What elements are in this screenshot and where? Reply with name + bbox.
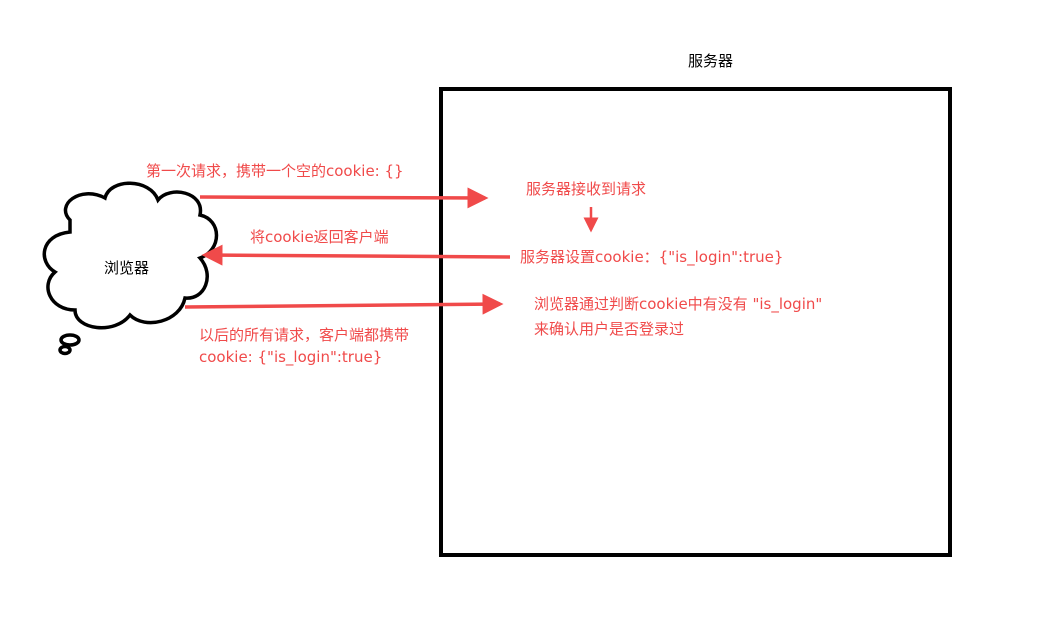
arrow-first-request (199, 187, 489, 209)
step-server-checks-line1: 浏览器通过判断cookie中有没有 "is_login" (534, 295, 823, 313)
step-server-checks-line2: 来确认用户是否登录过 (534, 320, 685, 338)
arrows (184, 187, 599, 315)
browser-cloud (42, 181, 219, 356)
arrow-return-cookie (201, 244, 511, 266)
server-box (439, 87, 952, 557)
arrow-later-requests (184, 293, 504, 315)
step-later-requests-line2: cookie: {"is_login":true} (199, 348, 383, 366)
step-first-request: 第一次请求，携带一个空的cookie: {} (146, 162, 404, 180)
step-later-requests-line1: 以后的所有请求，客户端都携带 (199, 326, 410, 344)
step-return-cookie: 将cookie返回客户端 (250, 228, 389, 246)
browser-label: 浏览器 (104, 259, 150, 277)
step-server-receives: 服务器接收到请求 (526, 180, 647, 198)
step-server-sets-cookie: 服务器设置cookie：{"is_login":true} (520, 248, 784, 266)
server-title: 服务器 (688, 52, 734, 70)
